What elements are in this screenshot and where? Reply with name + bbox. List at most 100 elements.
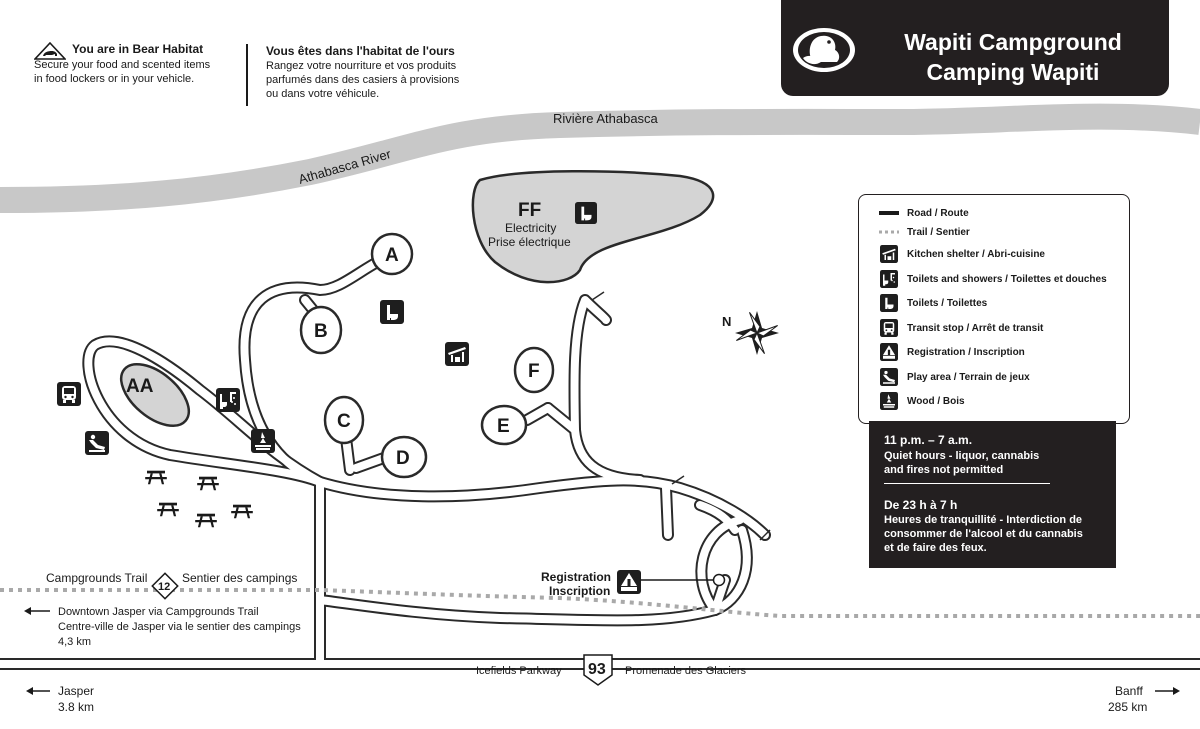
- registration-label-en: Registration: [541, 570, 611, 584]
- parks-canada-beaver-logo: [793, 28, 855, 72]
- bear-habitat-notice: You are in Bear Habitat Secure your food…: [34, 42, 474, 112]
- quiet-body-fr-line2: consommer de l'alcool et du cannabis: [884, 528, 1083, 540]
- toilets-icon: [380, 300, 404, 324]
- loop-ff-area: [471, 169, 715, 284]
- athabasca-river: [0, 103, 1200, 213]
- legend-kitchen: Kitchen shelter / Abri-cuisine: [879, 244, 1045, 264]
- river-label-fr: Rivière Athabasca: [553, 111, 659, 126]
- bear-body-fr-line3: ou dans votre véhicule.: [266, 88, 380, 100]
- map-legend: Road / Route Trail / Sentier Kitchen she…: [858, 194, 1130, 424]
- legend-registration-label: Registration / Inscription: [907, 346, 1025, 358]
- quiet-hours-panel: 11 p.m. – 7 a.m. Quiet hours - liquor, c…: [869, 421, 1116, 568]
- compass-icon: [735, 311, 779, 355]
- legend-road: Road / Route: [879, 203, 969, 223]
- picnic-table-icon: [145, 470, 167, 485]
- legend-toilets-showers: Toilets and showers / Toilettes et douch…: [879, 269, 1107, 289]
- legend-wood: Wood / Bois: [879, 391, 965, 411]
- registration-icon: [879, 342, 899, 362]
- picnic-table-icon: [197, 476, 219, 491]
- toilets-showers-icon: [216, 388, 240, 412]
- picnic-table-icon: [195, 513, 217, 528]
- registration-label-fr: Inscription: [549, 584, 610, 598]
- loop-a-label: A: [385, 245, 399, 266]
- trail-label-en: Campgrounds Trail: [46, 571, 147, 585]
- wood-icon: [879, 391, 899, 411]
- gates: [591, 291, 771, 541]
- downtown-label-en: Downtown Jasper via Campgrounds Trail: [58, 606, 259, 618]
- loop-aa-label: AA: [126, 376, 154, 397]
- bear-warning-icon: [34, 42, 66, 60]
- jasper-label: Jasper: [58, 684, 94, 698]
- bear-body-fr-line2: parfumés dans des casiers à provisions: [266, 74, 460, 86]
- bear-body-en-line2: in food lockers or in your vehicle.: [34, 73, 195, 85]
- loop-aa-area: [120, 363, 190, 427]
- title-banner: Wapiti Campground Camping Wapiti: [781, 0, 1169, 96]
- transit-stop-icon: [879, 318, 899, 338]
- loop-ff-electricity: Electricity: [505, 221, 556, 235]
- bear-notice-divider: [246, 44, 248, 106]
- legend-trail-label: Trail / Sentier: [907, 226, 970, 238]
- picnic-tables: [145, 470, 253, 528]
- quiet-divider: [884, 483, 1050, 484]
- highway-93-shield-icon: 93: [583, 654, 613, 686]
- registration-icon: [617, 570, 641, 594]
- toilets-icon: [879, 293, 899, 313]
- quiet-body-en-line2: and fires not permitted: [884, 464, 1004, 476]
- trail-label-fr: Sentier des campings: [182, 571, 297, 585]
- legend-road-label: Road / Route: [907, 207, 969, 219]
- loop-c: C: [323, 395, 365, 445]
- title-fr: Camping Wapiti: [926, 59, 1100, 85]
- quiet-body-fr-line3: et de faire des feux.: [884, 542, 987, 554]
- loop-b-label: B: [314, 321, 328, 342]
- legend-wood-label: Wood / Bois: [907, 395, 965, 407]
- quiet-body-fr-line1: Heures de tranquillité - Interdiction de: [884, 514, 1083, 526]
- loop-e: E: [480, 404, 528, 446]
- transit-stop-icon: [57, 382, 81, 406]
- trail-swatch-icon: [879, 222, 899, 242]
- downtown-label-fr: Centre-ville de Jasper via le sentier de…: [58, 621, 301, 633]
- compass-north-label: N: [722, 314, 731, 329]
- legend-toilets-showers-label: Toilets and showers / Toilettes et douch…: [907, 273, 1107, 285]
- loop-b: B: [299, 305, 343, 355]
- bear-title-en: You are in Bear Habitat: [72, 42, 204, 56]
- loop-d: D: [380, 435, 428, 479]
- loop-a: A: [370, 232, 414, 276]
- banff-arrow-icon: [1155, 687, 1180, 695]
- downtown-arrow-icon: [24, 607, 50, 615]
- highway-number: 93: [588, 661, 606, 678]
- road-swatch-icon: [879, 203, 899, 223]
- bear-body-fr-line1: Rangez votre nourriture et vos produits: [266, 60, 457, 72]
- loop-c-label: C: [337, 411, 351, 432]
- banff-distance: 285 km: [1108, 700, 1147, 714]
- legend-registration: Registration / Inscription: [879, 342, 1025, 362]
- legend-play: Play area / Terrain de jeux: [879, 367, 1030, 387]
- bear-title-fr: Vous êtes dans l'habitat de l'ours: [266, 44, 455, 58]
- toilets-ff-icon: [575, 202, 597, 224]
- loop-f-label: F: [528, 361, 540, 382]
- jasper-distance: 3.8 km: [58, 700, 94, 714]
- bear-notice-en: You are in Bear Habitat Secure your food…: [34, 42, 239, 86]
- picnic-table-icon: [157, 502, 179, 517]
- picnic-table-icon: [231, 504, 253, 519]
- title-en: Wapiti Campground: [904, 29, 1122, 55]
- legend-transit-label: Transit stop / Arrêt de transit: [907, 322, 1044, 334]
- play-area-icon: [85, 431, 109, 455]
- bear-body-en-line1: Secure your food and scented items: [34, 59, 211, 71]
- trail-number: 12: [158, 581, 170, 593]
- play-area-icon: [879, 367, 899, 387]
- legend-trail: Trail / Sentier: [879, 222, 970, 242]
- loop-d-label: D: [396, 448, 410, 469]
- campgrounds-trail: [0, 588, 1200, 618]
- legend-play-label: Play area / Terrain de jeux: [907, 371, 1030, 383]
- toilets-showers-icon: [879, 269, 899, 289]
- legend-kitchen-label: Kitchen shelter / Abri-cuisine: [907, 248, 1045, 260]
- loop-e-label: E: [497, 416, 510, 437]
- bear-notice-fr: Vous êtes dans l'habitat de l'ours Range…: [266, 44, 496, 101]
- wood-icon: [251, 429, 275, 453]
- legend-toilets: Toilets / Toilettes: [879, 293, 987, 313]
- quiet-time-en: 11 p.m. – 7 a.m.: [884, 433, 973, 447]
- loop-ff-label: FF: [518, 200, 541, 221]
- banff-label: Banff: [1115, 684, 1143, 698]
